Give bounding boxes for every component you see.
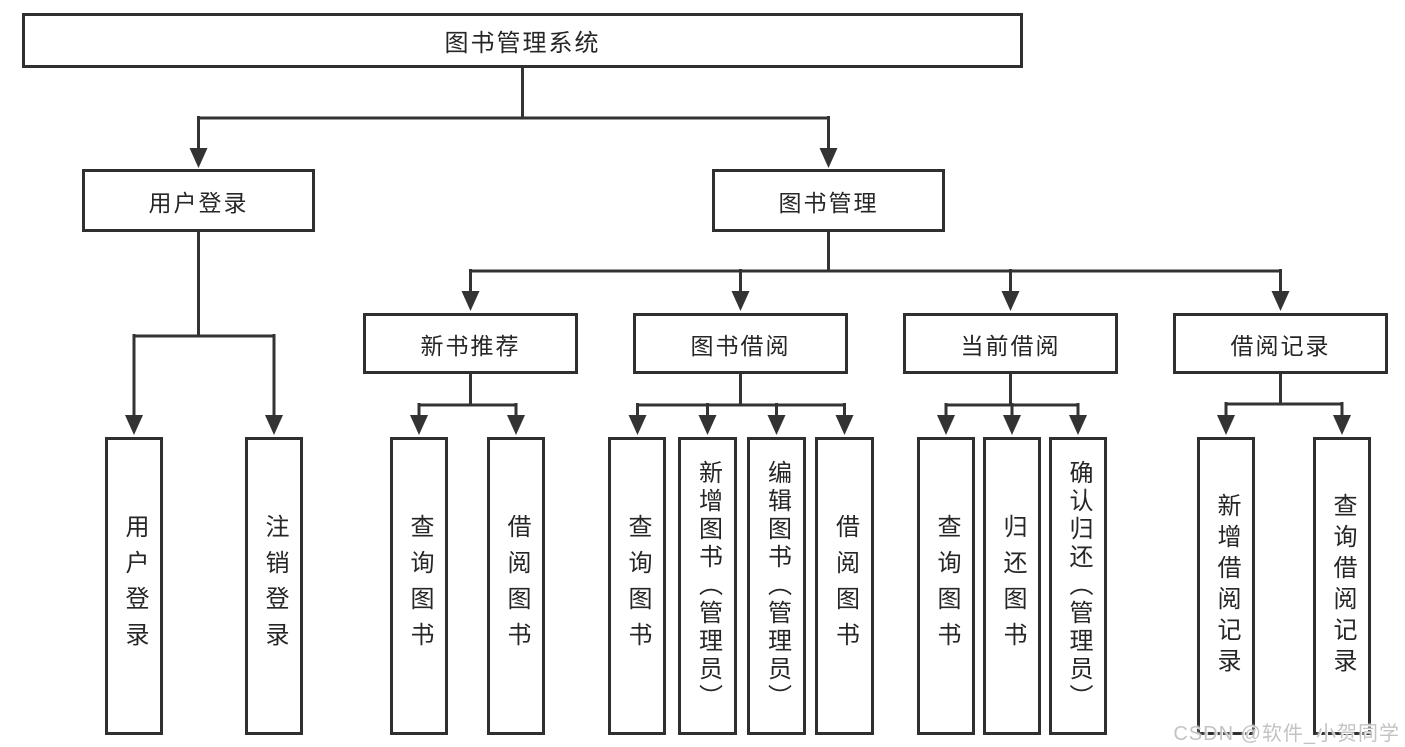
arrowhead	[731, 291, 750, 311]
node-label: 用户登录	[148, 189, 249, 216]
leaf-borrowing-borrow-books: 借阅图书	[815, 437, 874, 735]
leaf-borrowing-add-books-admin: 新增图书（管理员）	[678, 437, 737, 735]
node-label: 新书推荐	[420, 332, 521, 359]
edge-user-login-to-leaves	[125, 230, 283, 435]
node-label: 图书管理系统	[444, 30, 601, 57]
edge-current-to-leaves	[937, 372, 1087, 435]
leaf-label: 借阅图书	[503, 514, 530, 658]
edge-book-mgmt-to-level3	[461, 230, 1290, 311]
edge-borrowing-to-leaves	[628, 372, 854, 435]
leaf-label: 查询图书	[933, 514, 960, 658]
arrowhead	[1003, 415, 1021, 435]
arrowhead	[189, 148, 208, 168]
leaf-label: 新增图书（管理员）	[694, 460, 722, 712]
arrowhead	[628, 415, 647, 435]
leaf-current-query-books: 查询图书	[917, 437, 975, 735]
leaf-records-add-borrow-record: 新增借阅记录	[1197, 437, 1255, 735]
leaf-current-return-books: 归还图书	[983, 437, 1041, 735]
node-book-borrowing: 图书借阅	[633, 313, 848, 374]
node-library-management-system: 图书管理系统	[22, 13, 1023, 68]
arrowhead	[835, 415, 854, 435]
leaf-newbook-query-books: 查询图书	[390, 437, 448, 735]
arrowhead	[265, 415, 283, 435]
node-label: 借阅记录	[1230, 332, 1331, 359]
arrowhead	[410, 415, 428, 435]
leaf-label: 新增借阅记录	[1213, 493, 1240, 679]
arrowhead	[1271, 291, 1290, 311]
leaf-label: 查询图书	[406, 514, 433, 658]
arrowhead	[819, 148, 838, 168]
leaf-logout: 注销登录	[245, 437, 303, 735]
node-label: 图书管理	[778, 189, 879, 216]
arrowhead	[125, 415, 143, 435]
edge-records-to-leaves	[1217, 372, 1351, 435]
arrowhead	[507, 415, 525, 435]
node-borrow-records: 借阅记录	[1173, 313, 1388, 374]
csdn-watermark: CSDN @软件_小贺同学	[1173, 723, 1400, 745]
leaf-label: 确认归还（管理员）	[1065, 460, 1092, 712]
leaf-borrowing-edit-books-admin: 编辑图书（管理员）	[747, 437, 806, 735]
leaf-newbook-borrow-books: 借阅图书	[487, 437, 545, 735]
node-label: 图书借阅	[690, 332, 791, 359]
arrowhead	[1333, 415, 1351, 435]
node-new-book-recommend: 新书推荐	[363, 313, 578, 374]
arrowhead	[461, 291, 480, 311]
leaf-records-query-borrow-record: 查询借阅记录	[1313, 437, 1371, 735]
leaf-user-login: 用户登录	[105, 437, 163, 735]
arrowhead	[698, 415, 717, 435]
arrowhead	[767, 415, 786, 435]
leaf-label: 用户登录	[121, 514, 148, 658]
leaf-label: 查询借阅记录	[1329, 493, 1356, 679]
edge-new-books-to-leaves	[410, 372, 525, 435]
arrowhead	[1001, 291, 1020, 311]
arrowhead	[937, 415, 955, 435]
arrowhead	[1217, 415, 1235, 435]
arrowhead	[1069, 415, 1087, 435]
leaf-borrowing-query-books: 查询图书	[608, 437, 666, 735]
node-current-borrowing: 当前借阅	[903, 313, 1118, 374]
node-book-management: 图书管理	[712, 169, 945, 232]
leaf-label: 注销登录	[261, 514, 288, 658]
leaf-label: 归还图书	[999, 514, 1026, 658]
leaf-label: 编辑图书（管理员）	[763, 460, 791, 712]
edge-root-to-level2	[189, 66, 838, 168]
leaf-current-confirm-return-admin: 确认归还（管理员）	[1049, 437, 1107, 735]
node-user-login: 用户登录	[82, 169, 315, 232]
leaf-label: 借阅图书	[831, 514, 859, 658]
leaf-label: 查询图书	[624, 514, 651, 658]
node-label: 当前借阅	[960, 332, 1061, 359]
